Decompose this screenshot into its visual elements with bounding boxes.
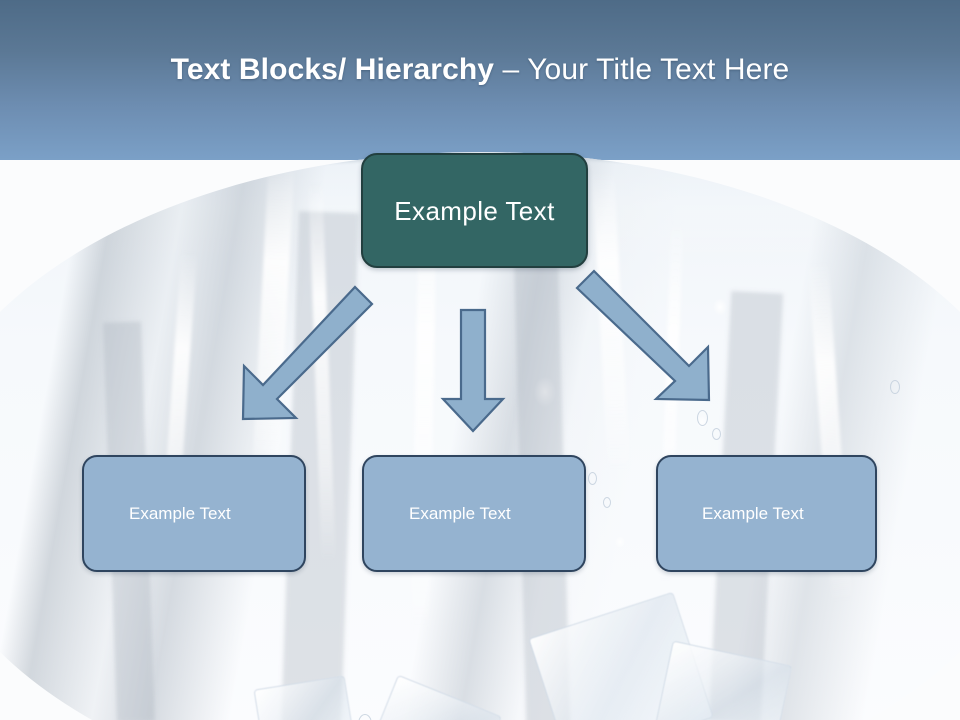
water-droplet-8 [890,380,900,394]
hierarchy-child-label-2: Example Text [409,503,511,523]
water-droplet-5 [712,428,721,440]
hierarchy-child-box-1[interactable]: Example Text [82,455,306,572]
water-droplet-4 [697,410,708,426]
hierarchy-root-label: Example Text [394,195,555,226]
hierarchy-child-box-2[interactable]: Example Text [362,455,586,572]
page-title-dash: – [502,53,528,86]
water-droplet-3 [603,497,611,508]
hierarchy-child-label-3: Example Text [702,503,804,523]
hierarchy-child-box-3[interactable]: Example Text [656,455,877,572]
arrow-down-icon [440,308,506,433]
water-droplet-2 [588,472,597,485]
page-title-bold: Text Blocks/ Hierarchy [170,53,503,86]
hierarchy-child-label-1: Example Text [129,503,231,523]
arrow-down-right-icon [575,269,711,402]
page-title-light: Your Title Text Here [527,53,790,86]
hierarchy-root-box[interactable]: Example Text [361,153,588,268]
arrow-down-left-icon [241,285,374,421]
header-gradient-band [0,0,960,160]
page-title: Text Blocks/ Hierarchy – Your Title Text… [0,52,960,88]
